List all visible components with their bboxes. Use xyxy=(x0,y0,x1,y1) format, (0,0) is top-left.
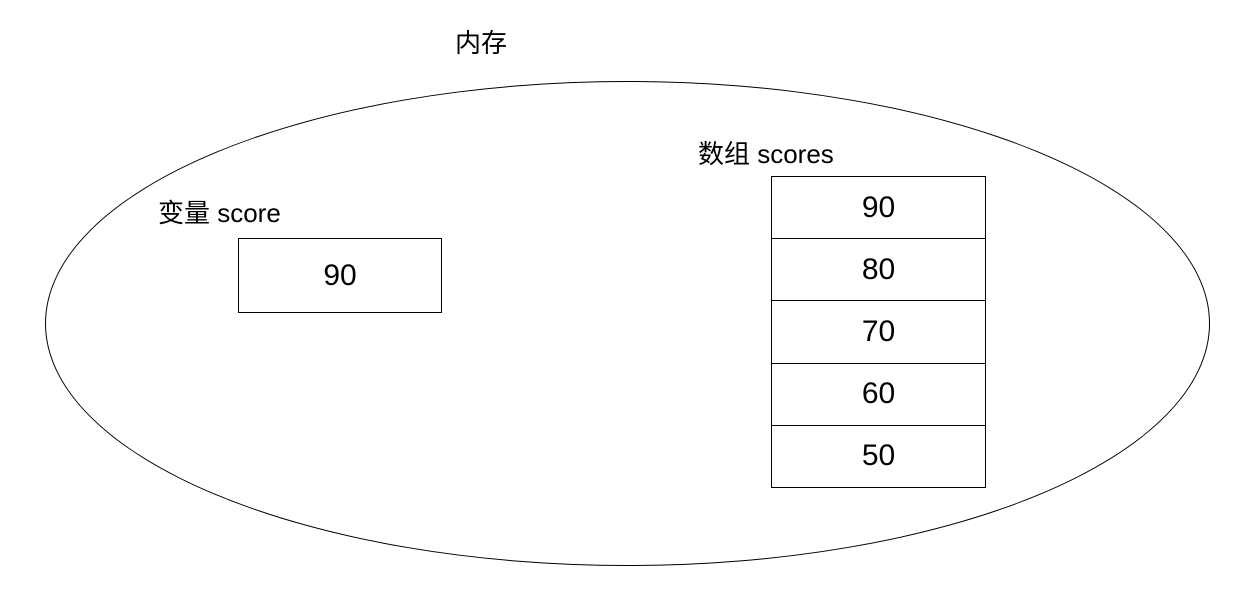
array-cell-4-value: 50 xyxy=(861,439,896,473)
variable-score-label: 变量 score xyxy=(158,198,281,228)
array-cell-0: 90 xyxy=(772,177,985,240)
array-cell-1: 80 xyxy=(772,239,985,302)
array-cell-3-value: 60 xyxy=(861,377,896,411)
array-scores-box: 90 80 70 60 50 xyxy=(771,176,986,488)
array-scores-label: 数组 scores xyxy=(698,139,834,169)
array-cell-1-value: 80 xyxy=(861,252,896,286)
array-cell-2: 70 xyxy=(772,301,985,364)
variable-score-box: 90 xyxy=(238,238,442,313)
array-cell-2-value: 70 xyxy=(861,315,896,348)
array-cell-4: 50 xyxy=(772,426,985,487)
memory-ellipse xyxy=(45,81,1210,566)
array-cell-3: 60 xyxy=(772,364,985,426)
variable-score-value: 90 xyxy=(323,258,357,292)
array-cell-0-value: 90 xyxy=(861,190,896,224)
memory-title: 内存 xyxy=(455,28,508,58)
